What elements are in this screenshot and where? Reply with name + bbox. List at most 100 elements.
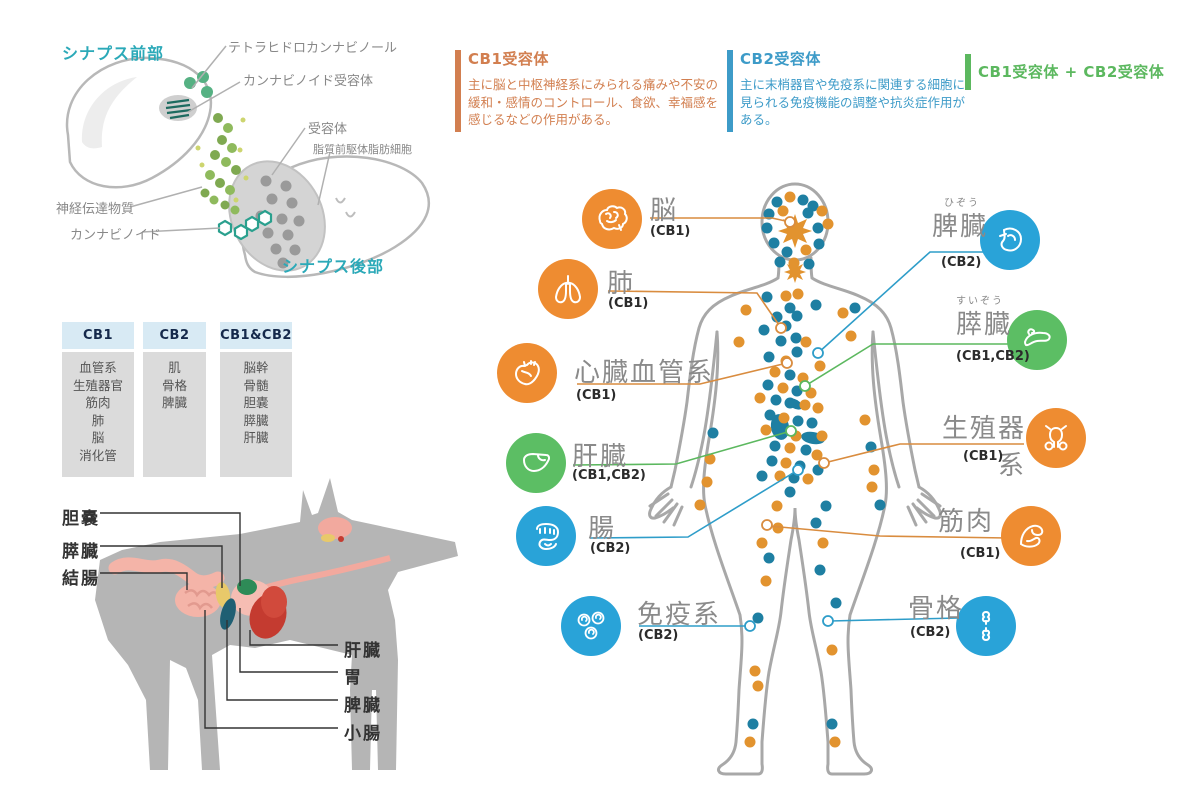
dog-label-gallbladder: 胆嚢 [62, 509, 100, 529]
legend-cb1-desc: 主に脳と中枢神経系にみられる痛みや不安の緩和・感情のコントロール、食欲、幸福感を… [468, 77, 719, 127]
dog-colon [108, 557, 225, 589]
legend-cb1-title: CB1受容体 [468, 50, 549, 68]
dog-label-small-intestine: 小腸 [344, 724, 382, 744]
organ-tag-heart: (CB1) [576, 388, 617, 403]
organ-label-liver: 肝臓 [572, 442, 629, 472]
receptor-dots-layer [694, 191, 886, 748]
organ-tag-liver: (CB1,CB2) [572, 468, 646, 483]
connector-lines [572, 217, 1024, 627]
organ-label-brain: 脳 [650, 196, 679, 226]
table-cell: 消化管 [79, 447, 117, 463]
connector-bone [829, 617, 959, 622]
organ-label-heart: 心臓血管系 [574, 358, 715, 388]
table-column-cb1cb2: CB1&CB2 脳幹 骨髄 胆嚢 膵臓 肝臓 [220, 322, 292, 477]
membrane-marks [335, 197, 356, 218]
bone-joint-icon [956, 596, 1016, 656]
legend-both-bar [965, 54, 971, 90]
organ-tag-lung: (CB1) [608, 296, 649, 311]
dog-esophagus [257, 555, 391, 593]
table-column-cb2: CB2 肌 骨格 脾臓 [143, 322, 206, 477]
table-cell: 肺 [91, 412, 105, 428]
legend-both-title: CB1受容体 + CB2受容体 [978, 63, 1165, 81]
legend-cb1: CB1受容体 主に脳と中枢神経系にみられる痛みや不安の緩和・感情のコントロール、… [455, 48, 719, 132]
table-cell: 肝臓 [243, 430, 269, 445]
table-cell: 肌 [168, 360, 181, 375]
table-cell: 脳幹 [243, 360, 269, 375]
table-header-cb1: CB1 [62, 322, 134, 349]
connector-heart [577, 362, 788, 385]
receptor-label: 受容体 [308, 122, 348, 137]
liver-icon [506, 433, 566, 493]
table-body-cb2: 肌 骨格 脾臓 [143, 352, 206, 477]
table-cell: 生殖器官 [72, 377, 123, 393]
table-cell: 骨髄 [243, 377, 269, 393]
neurotransmitter-dots [195, 113, 249, 215]
legend-cb2-bar [727, 50, 733, 132]
dog-leader-lines [100, 512, 338, 729]
organ-tag-muscle: (CB1) [960, 546, 1001, 561]
cannabinoid-label: カンナビノイド [70, 228, 162, 243]
organ-label-intestine: 腸 [588, 514, 617, 544]
connector-pancreas [804, 343, 1010, 387]
connector-endpoints [744, 216, 834, 632]
dog-gallbladder [237, 579, 257, 595]
table-cell: 骨格 [161, 377, 187, 393]
organ-tag-spleen: (CB2) [941, 255, 982, 270]
connector-muscle [768, 525, 1009, 539]
postsynapse-title: シナプス後部 [282, 257, 385, 276]
thc-label: テトラヒドロカンナビノール [228, 41, 398, 56]
table-column-cb1: CB1 血管系 生殖器官 筋肉 肺 脳 消化管 [62, 322, 134, 477]
connector-intestine [589, 469, 799, 539]
presynapse-title: シナプス前部 [62, 44, 165, 63]
immune-cells-icon [561, 596, 621, 656]
pancreas-icon [1007, 310, 1067, 370]
dog-diagram [88, 478, 458, 770]
presynaptic-terminal [65, 56, 213, 189]
dog-label-pancreas: 膵臓 [62, 542, 100, 562]
connector-liver [572, 430, 792, 466]
table-cell: 膵臓 [243, 412, 269, 428]
table-cell: 筋肉 [85, 395, 111, 410]
organ-tag-bone: (CB2) [910, 625, 951, 640]
connector-lung [607, 290, 782, 329]
spleen-icon [980, 210, 1040, 270]
dog-brain [318, 517, 352, 539]
lipid-label: 脂質前駆体脂肪細胞 [313, 143, 412, 156]
brain-icon [582, 189, 642, 249]
legend-cb2-desc: 主に末梢器官や免疫系に関連する細胞に見られる免疫機能の調整や抗炎症作用がある。 [740, 77, 966, 127]
table-cell: 脾臓 [161, 395, 187, 410]
table-cell: 血管系 [79, 360, 117, 375]
table-body-cb1: 血管系 生殖器官 筋肉 肺 脳 消化管 [62, 352, 134, 477]
organ-label-bone: 骨格 [908, 594, 965, 624]
muscle-icon [1001, 506, 1061, 566]
intestine-icon [516, 506, 576, 566]
organ-label-reproductive: 生殖器系 [941, 414, 1026, 481]
body-outline [648, 182, 942, 776]
table-header-cb2: CB2 [143, 322, 206, 349]
organ-tag-intestine: (CB2) [590, 541, 631, 556]
organ-tag-immune: (CB2) [638, 628, 679, 643]
connector-brain [650, 217, 791, 223]
legend-cb2-title: CB2受容体 [740, 50, 821, 68]
heart-icon [497, 343, 557, 403]
table-body-cb1cb2: 脳幹 骨髄 胆嚢 膵臓 肝臓 [220, 352, 292, 477]
connector-reproductive [823, 443, 1024, 464]
organ-label-pancreas: 膵臓 [955, 310, 1012, 340]
neurotransmitter-label: 神経伝達物質 [56, 202, 135, 217]
dog-spleen [220, 598, 236, 630]
legend-cb1-bar [455, 50, 461, 132]
organ-label-lung: 肺 [607, 269, 636, 299]
dog-label-spleen: 脾臓 [344, 696, 382, 716]
furigana-spleen: ひぞう [944, 198, 980, 209]
organ-label-muscle: 筋肉 [938, 507, 995, 537]
dog-label-stomach: 胃 [344, 668, 363, 688]
connector-spleen [817, 251, 986, 354]
synapse-leader-lines [129, 45, 331, 233]
lungs-icon [538, 259, 598, 319]
organ-tag-reproductive: (CB1) [963, 449, 1004, 464]
table-cell: 胆嚢 [243, 395, 269, 410]
synapse-diagram [65, 45, 431, 279]
dog-label-liver: 肝臓 [344, 641, 382, 661]
reproductive-icon [1026, 408, 1086, 468]
